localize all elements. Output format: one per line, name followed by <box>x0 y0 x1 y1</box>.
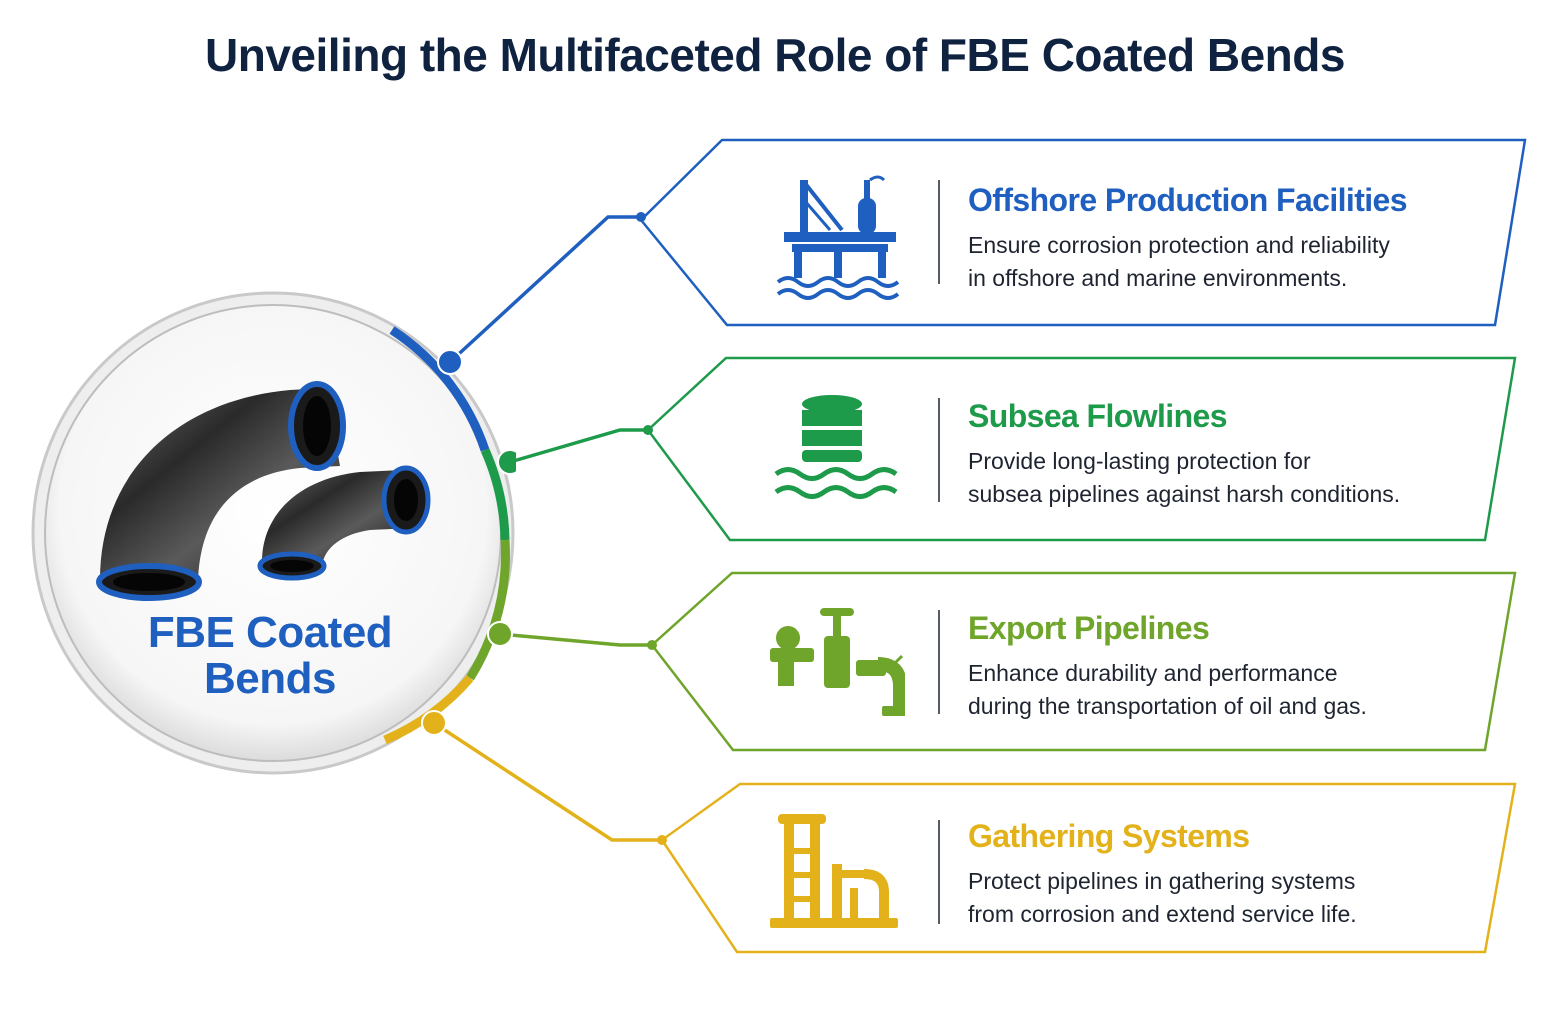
card-description: Ensure corrosion protection and reliabil… <box>968 232 1390 291</box>
page-title: Unveiling the Multifaceted Role of FBE C… <box>205 29 1345 81</box>
subsea-tank-icon <box>774 395 898 499</box>
connector-offshore <box>448 215 641 364</box>
hub-label-line2: Bends <box>204 654 336 703</box>
card-outline-export <box>650 571 1517 752</box>
card-title: Subsea Flowlines <box>968 398 1228 434</box>
hub-node-yellow <box>421 710 447 736</box>
hub-label-line1: FBE Coated <box>147 608 393 657</box>
small-bend-icon <box>257 465 431 581</box>
card-title: Offshore Production Facilities <box>968 182 1408 218</box>
gathering-pipes-icon <box>770 814 898 928</box>
card-gathering: Gathering Systems Protect pipelines in g… <box>968 818 1488 931</box>
connector-end-offshore <box>636 212 646 222</box>
hub-node-green <box>497 449 516 475</box>
connector-subsea <box>509 428 648 464</box>
card-divider <box>938 820 940 924</box>
card-outline-gathering <box>660 782 1517 954</box>
hub-arc-blue <box>389 326 490 452</box>
card-description: Enhance durability and performance durin… <box>968 660 1367 719</box>
hub-node-blue <box>437 349 463 375</box>
hub-label: FBE Coated Bends <box>90 610 450 702</box>
card-divider <box>938 398 940 502</box>
card-divider <box>938 180 940 284</box>
offshore-rig-icon <box>776 175 900 300</box>
hub-arc-green <box>480 448 510 541</box>
card-title: Gathering Systems <box>968 818 1250 854</box>
card-description: Protect pipelines in gathering systems f… <box>968 868 1357 927</box>
card-divider <box>938 610 940 714</box>
connector-export <box>499 632 652 647</box>
pipeline-valve-icon <box>770 608 905 716</box>
hub-circle <box>31 291 516 775</box>
card-subsea: Subsea Flowlines Provide long-lasting pr… <box>968 398 1488 511</box>
hub-arc-lime <box>466 539 510 681</box>
card-export: Export Pipelines Enhance durability and … <box>968 610 1488 723</box>
card-description: Provide long-lasting protection for subs… <box>968 448 1401 507</box>
card-title: Export Pipelines <box>968 610 1210 646</box>
connector-end-gathering <box>657 835 667 845</box>
connector-end-export <box>647 640 657 650</box>
hub-node-lime <box>487 621 513 647</box>
large-bend-icon <box>96 381 346 601</box>
card-offshore: Offshore Production Facilities Ensure co… <box>968 182 1488 295</box>
connector-gathering <box>433 721 662 842</box>
connector-end-subsea <box>643 425 653 435</box>
